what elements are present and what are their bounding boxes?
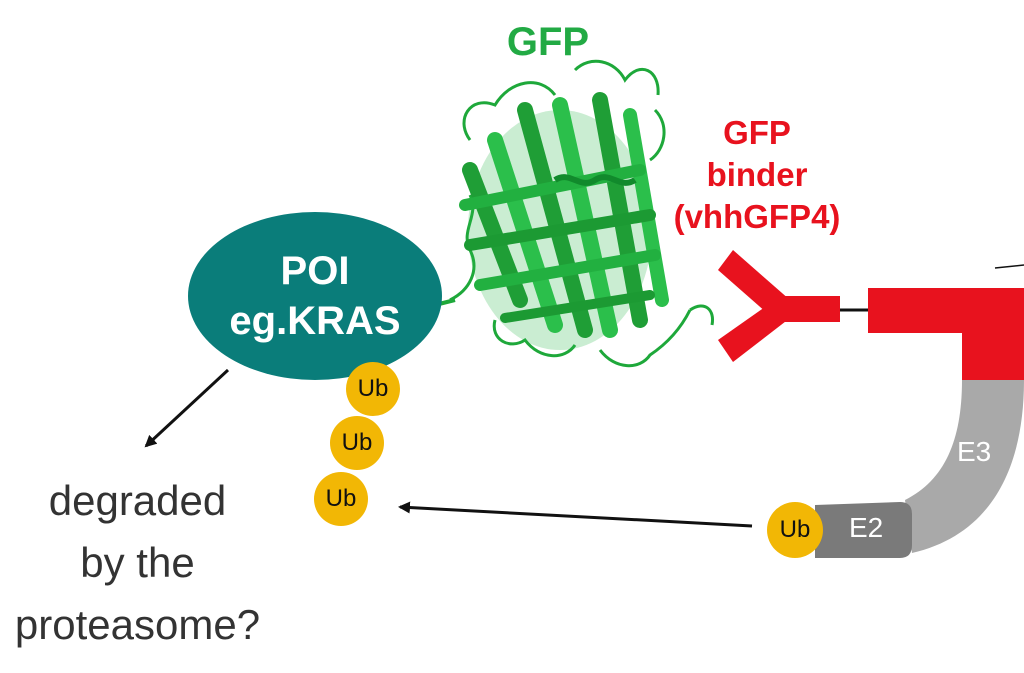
e2-ubiquitin: Ub xyxy=(767,502,823,558)
e3-arc-shape xyxy=(905,380,1024,553)
poi-ellipse: POI eg.KRAS xyxy=(188,212,442,380)
edge-line xyxy=(994,264,1024,269)
gfp-binder-label: GFP binder (vhhGFP4) xyxy=(662,112,852,238)
degradation-arrow xyxy=(144,368,230,448)
binder-label-line3: (vhhGFP4) xyxy=(673,198,841,235)
outcome-line2: by the xyxy=(80,539,195,586)
poi-label-line1: POI xyxy=(280,249,350,293)
ubiquitin-1: Ub xyxy=(346,362,400,416)
e3-label: E3 xyxy=(957,436,992,467)
binder-label-line1: GFP xyxy=(723,114,791,151)
transfer-arrow xyxy=(398,501,753,528)
outcome-line3: proteasome? xyxy=(14,601,261,648)
ubiquitin-3: Ub xyxy=(314,472,368,526)
gfp-title: GFP xyxy=(506,20,590,64)
outcome-line1: degraded xyxy=(48,477,227,524)
e2-label: E2 xyxy=(849,512,884,543)
ubiquitin-2: Ub xyxy=(330,416,384,470)
gfp-binder-icon xyxy=(718,250,868,362)
e3-red-domain xyxy=(868,288,1024,380)
degradation-outcome-text: degraded by the proteasome? xyxy=(0,470,275,656)
binder-label-line2: binder xyxy=(706,156,808,193)
poi-label-line2: eg.KRAS xyxy=(229,299,401,343)
e2-shape xyxy=(815,502,912,558)
gfp-structure-icon xyxy=(434,59,715,368)
